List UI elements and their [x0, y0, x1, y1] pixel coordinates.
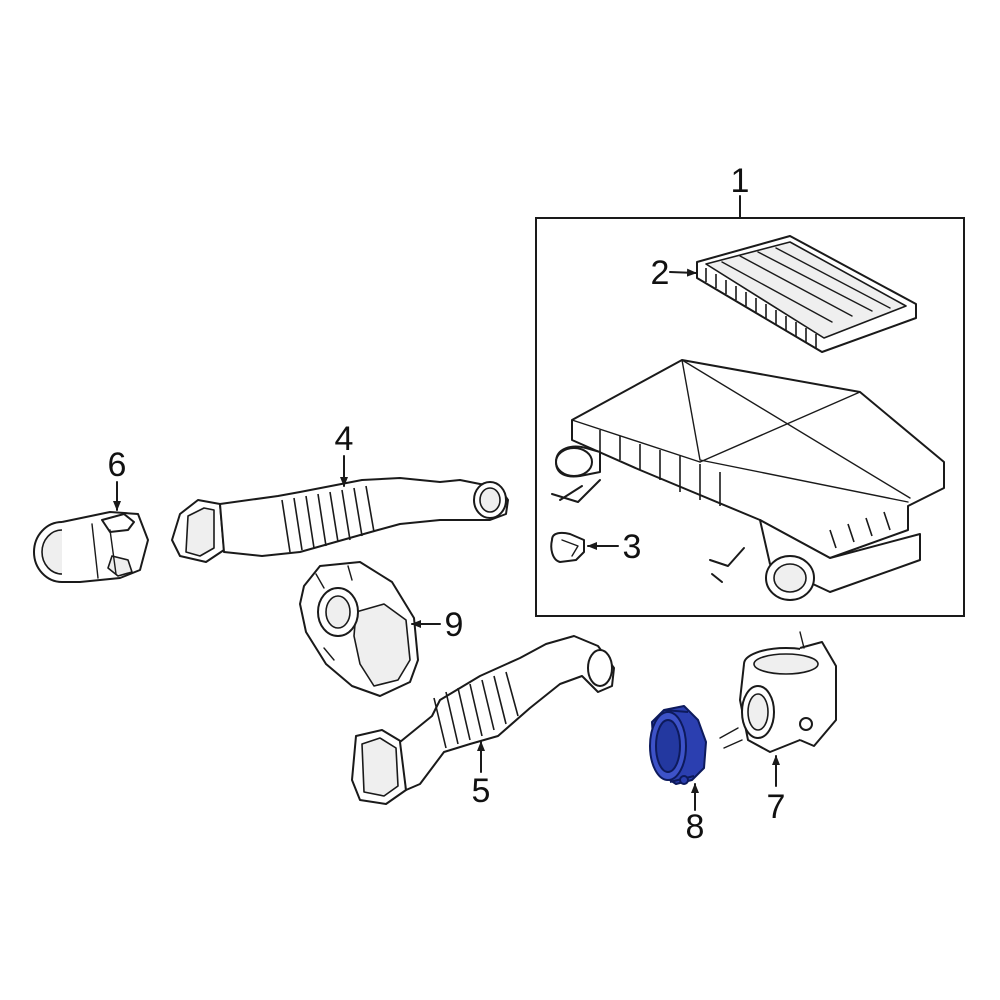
air-filter-element[interactable] — [696, 235, 917, 353]
callout-1-label[interactable]: 1 — [731, 162, 750, 200]
mass-air-flow-sensor[interactable] — [33, 511, 149, 583]
air-flow-meter[interactable] — [719, 631, 837, 753]
assembly-bracket-box — [535, 217, 965, 617]
callout-4-label[interactable]: 4 — [335, 420, 354, 458]
callout-9-label[interactable]: 9 — [445, 606, 464, 644]
air-cleaner-assembly-group — [535, 195, 965, 617]
throttle-adapter[interactable] — [299, 561, 419, 697]
retaining-clip[interactable] — [550, 531, 585, 563]
callout-3-label[interactable]: 3 — [623, 528, 642, 566]
callout-2-arrow — [669, 268, 697, 277]
upper-intake-hose[interactable] — [171, 477, 509, 563]
intake-seal-highlighted[interactable] — [649, 705, 707, 785]
callout-6-label[interactable]: 6 — [108, 446, 127, 484]
callout-5-label[interactable]: 5 — [472, 772, 491, 810]
callout-7-label[interactable]: 7 — [767, 788, 786, 826]
callout-8-label[interactable]: 8 — [686, 808, 705, 846]
lower-intake-hose[interactable] — [351, 635, 615, 805]
callout-2-label[interactable]: 2 — [651, 254, 670, 292]
air-cleaner-housing[interactable] — [551, 359, 945, 601]
